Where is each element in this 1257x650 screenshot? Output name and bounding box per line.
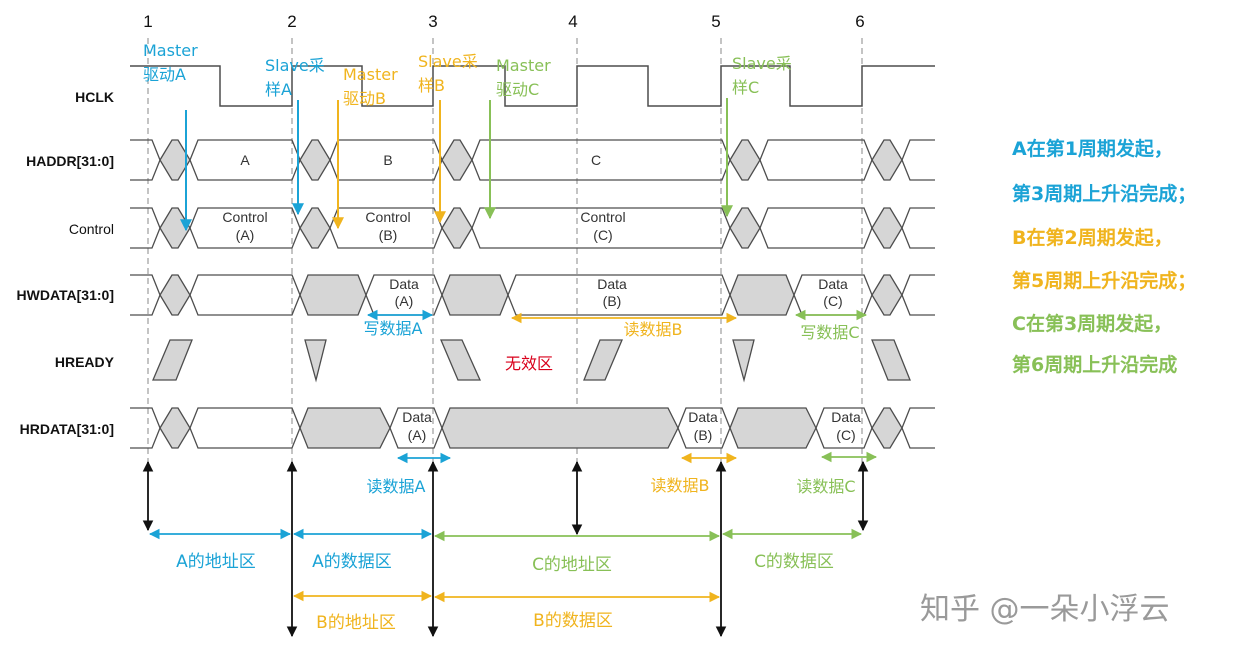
signal-label-hwdata: HWDATA[31:0]: [17, 287, 114, 303]
side-note-c-complete: 第6周期上升沿完成: [1012, 354, 1178, 376]
hrdata-value-b: (B): [694, 427, 713, 443]
label-master-drive-b-1: Master: [343, 65, 398, 84]
side-note-b-complete: 第5周期上升沿完成；: [1012, 270, 1197, 292]
hwdata-value-c: (C): [823, 293, 842, 309]
hrdata-value-a-word: Data: [402, 409, 432, 425]
label-read-data-b-top: 读数据B: [624, 320, 683, 339]
cycle-number-5: 5: [711, 12, 720, 31]
label-invalid-zone: 无效区: [505, 354, 553, 373]
label-addr-phase-a: A的地址区: [176, 552, 256, 572]
hrdata-bus: [130, 407, 935, 449]
signal-label-haddr: HADDR[31:0]: [26, 153, 114, 169]
control-value-c-word: Control: [580, 209, 625, 225]
label-read-data-a: 读数据A: [367, 477, 426, 496]
label-slave-sample-c-1: Slave采: [732, 54, 792, 73]
hready-waveform: [152, 339, 911, 383]
cycle-number-4: 4: [568, 12, 577, 31]
hrdata-value-c: (C): [836, 427, 855, 443]
label-read-data-b: 读数据B: [651, 476, 710, 495]
control-value-c: (C): [593, 227, 612, 243]
side-note-a-complete: 第3周期上升沿完成；: [1012, 183, 1197, 205]
side-note-c-start: C在第3周期发起，: [1012, 313, 1173, 335]
drive-sample-arrows: [180, 98, 733, 232]
label-slave-sample-b-1: Slave采: [418, 52, 478, 71]
hwdata-bus: [130, 274, 935, 316]
signal-label-hclk: HCLK: [75, 89, 114, 105]
phase-boundary-arrows: [142, 460, 869, 638]
label-write-data-c: 写数据C: [800, 323, 859, 342]
haddr-value-c: C: [591, 152, 601, 168]
label-data-phase-c: C的数据区: [754, 552, 834, 572]
signal-label-hready: HREADY: [55, 354, 115, 370]
label-addr-phase-b: B的地址区: [316, 613, 396, 633]
label-data-phase-b: B的数据区: [533, 611, 613, 631]
signal-label-control: Control: [69, 221, 114, 237]
control-bus: [130, 207, 935, 249]
label-master-drive-a-1: Master: [143, 41, 198, 60]
side-note-a-start: A在第1周期发起，: [1012, 138, 1173, 160]
label-master-drive-a-2: 驱动A: [143, 65, 186, 84]
phase-span-arrows: [148, 528, 863, 603]
label-master-drive-b-2: 驱动B: [343, 89, 386, 108]
cycle-gridlines: [147, 38, 863, 465]
label-slave-sample-c-2: 样C: [732, 78, 759, 97]
control-value-a: (A): [236, 227, 255, 243]
label-slave-sample-a-1: Slave采: [265, 56, 325, 75]
label-data-phase-a: A的数据区: [312, 552, 392, 572]
label-slave-sample-a-2: 样A: [265, 80, 292, 99]
hwdata-value-c-word: Data: [818, 276, 848, 292]
label-read-data-c: 读数据C: [796, 477, 855, 496]
hwdata-value-b: (B): [603, 293, 622, 309]
hrdata-value-a: (A): [408, 427, 427, 443]
haddr-bus: [130, 139, 935, 181]
control-value-b: (B): [379, 227, 398, 243]
label-slave-sample-b-2: 样B: [418, 76, 445, 95]
control-value-b-word: Control: [365, 209, 410, 225]
haddr-value-a: A: [240, 152, 250, 168]
cycle-number-6: 6: [855, 12, 864, 31]
hclk-waveform: [130, 65, 935, 107]
hrdata-value-b-word: Data: [688, 409, 718, 425]
hwdata-value-a-word: Data: [389, 276, 419, 292]
haddr-value-b: B: [383, 152, 392, 168]
label-master-drive-c-2: 驱动C: [496, 80, 539, 99]
cycle-number-3: 3: [428, 12, 437, 31]
hwdata-value-a: (A): [395, 293, 414, 309]
label-master-drive-c-1: Master: [496, 56, 551, 75]
side-note-b-start: B在第2周期发起，: [1012, 227, 1173, 249]
transfer-span-arrows: [366, 309, 878, 464]
label-write-data-a: 写数据A: [364, 319, 423, 338]
cycle-number-1: 1: [143, 12, 152, 31]
signal-label-hrdata: HRDATA[31:0]: [20, 421, 114, 437]
hrdata-value-c-word: Data: [831, 409, 861, 425]
watermark: 知乎 @一朵小浮云: [920, 592, 1170, 627]
cycle-number-2: 2: [287, 12, 296, 31]
control-value-a-word: Control: [222, 209, 267, 225]
label-addr-phase-c: C的地址区: [532, 555, 612, 575]
hwdata-value-b-word: Data: [597, 276, 627, 292]
